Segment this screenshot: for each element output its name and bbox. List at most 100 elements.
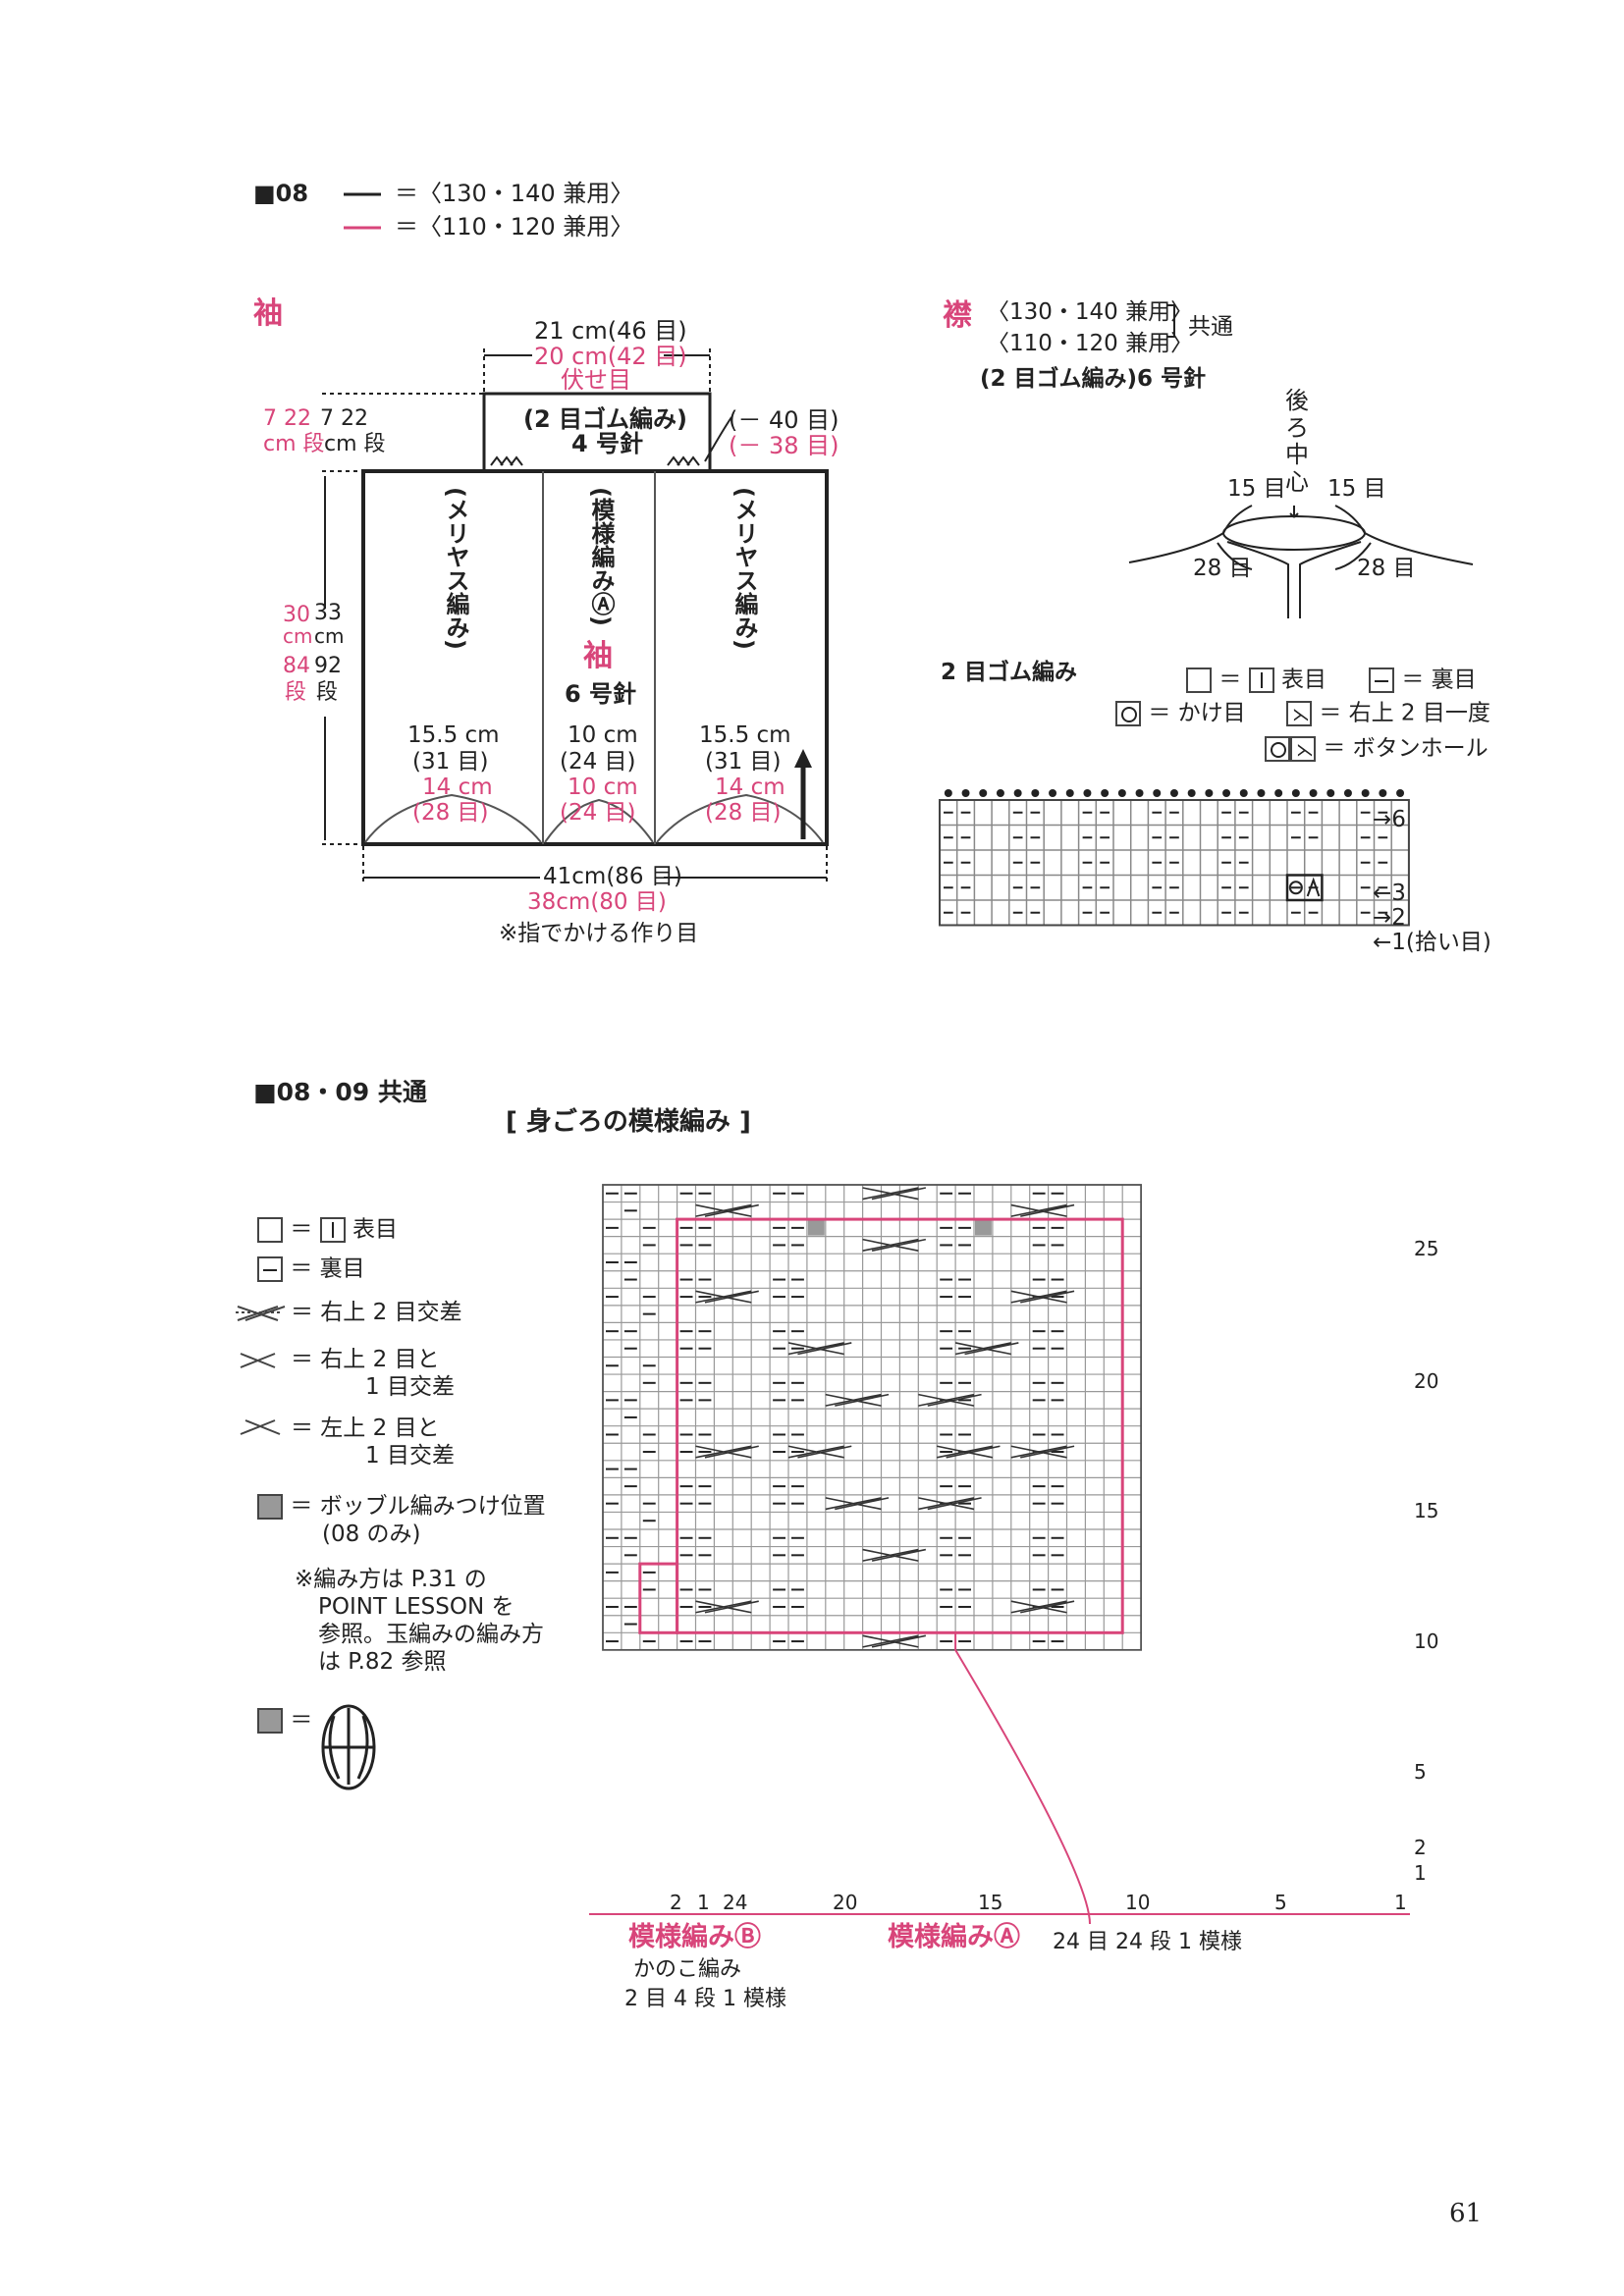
center-width-black: 10 cm [568, 722, 638, 748]
rib-leg-k2tog: ⋋ ＝ 右上 2 目一度 [1286, 701, 1490, 726]
col-label-20: 20 [833, 1891, 858, 1914]
body-note-1: ※編み方は P.31 の [295, 1567, 487, 1592]
cuff-label-1: (2 目ゴム編み) [523, 405, 687, 433]
rib-leg-yo: ＝ かけ目 [1115, 701, 1246, 726]
left-width-pink: 14 cm [422, 774, 493, 800]
cuff-left-pink: 7 22 [263, 406, 311, 431]
body-note-3: 参照。玉編みの編み方 [318, 1622, 544, 1647]
height-pink-2: cm [283, 624, 313, 648]
body-leg-bobble-b: (08 のみ) [322, 1522, 421, 1547]
bobble-position-symbol-2 [257, 1708, 283, 1734]
sleeve-top-width-pink: 20 cm(42 目) [534, 343, 687, 370]
collar-left-top: 15 目 [1227, 476, 1286, 502]
body-leg-bobble-eq: ＝ [257, 1708, 312, 1734]
center-st-black: (24 目) [560, 749, 636, 774]
body-pattern-title: [ 身ごろの模様編み ] [506, 1107, 751, 1137]
cuff-dec-black: (－ 40 目) [729, 406, 839, 434]
rib-row-6: →6 [1373, 807, 1406, 832]
legend-black-text: ＝〈130・140 兼用〉 [395, 180, 634, 207]
sleeve-center-needle: 6 号針 [565, 680, 637, 708]
knit-symbol [257, 1217, 283, 1243]
buttonhole-k2tog-symbol: ⋋ [1290, 736, 1316, 762]
cuff-left-unit-black: cm 段 [324, 432, 386, 456]
body-legend-icons [236, 1306, 286, 1435]
purl-symbol [257, 1256, 283, 1282]
section-header-0809: ■08・09 共通 [253, 1078, 427, 1106]
k2tog-symbol: ⋋ [1286, 701, 1312, 726]
body-pattern-chart [589, 1184, 1410, 1925]
row-label-10: 10 [1414, 1629, 1439, 1653]
rib-chart [939, 789, 1410, 927]
body-leg-bobble: ＝ ボッブル編みつけ位置 [257, 1494, 546, 1520]
bobble-symbol [321, 1704, 376, 1790]
height-black-3: 92 [314, 654, 342, 678]
left-width-black: 15.5 cm [407, 722, 500, 748]
row-label-5: 5 [1414, 1760, 1427, 1784]
row-label-2: 2 [1414, 1836, 1427, 1859]
right-st-pink: (28 目) [705, 800, 782, 826]
body-note-2: POINT LESSON を [318, 1594, 514, 1620]
rib-row-3: ←3 [1373, 881, 1406, 906]
cast-on-note: ※指でかける作り目 [499, 921, 699, 946]
row-label-20: 20 [1414, 1369, 1439, 1393]
sleeve-cuff [482, 392, 712, 473]
rib-leg-knit: ＝ 表目 [1186, 667, 1326, 693]
page-number: 61 [1449, 2199, 1483, 2228]
pattern-b-name: かのこ編み [633, 1957, 742, 1982]
height-pink-4: 段 [285, 680, 307, 705]
col-label-15: 15 [978, 1891, 1003, 1914]
buttonhole-yo-symbol [1265, 736, 1290, 762]
bottom-width-pink: 38cm(80 目) [527, 889, 667, 915]
body-leg-cable-2b: 1 目交差 [365, 1374, 455, 1400]
height-black-4: 段 [316, 680, 339, 705]
right-width-pink: 14 cm [715, 774, 785, 800]
center-width-pink: 10 cm [568, 774, 638, 800]
body-note-4: は P.82 参照 [318, 1649, 447, 1675]
right-width-black: 15.5 cm [699, 722, 791, 748]
rib-leg-purl: ＝ 裏目 [1369, 667, 1477, 693]
bobble-position-symbol [257, 1494, 283, 1520]
right-st-black: (31 目) [705, 749, 782, 774]
knit-bar-symbol [319, 1217, 346, 1243]
col-label-2: 2 [670, 1891, 682, 1914]
cuff-left-black: 7 22 [320, 406, 368, 431]
pattern-b-repeat: 2 目 4 段 1 模様 [624, 1987, 786, 2011]
pattern-a-repeat: 24 目 24 段 1 模様 [1053, 1930, 1242, 1954]
body-leg-knit: ＝ 表目 [257, 1217, 398, 1243]
yarn-over-symbol [1115, 701, 1141, 726]
left-st-black: (31 目) [412, 749, 489, 774]
body-leg-purl: ＝ 裏目 [257, 1256, 365, 1282]
purl-symbol [1369, 667, 1394, 693]
section-header-08: ■08 [253, 180, 309, 207]
collar-right-top: 15 目 [1327, 476, 1386, 502]
collar-method: (2 目ゴム編み)6 号針 [980, 366, 1207, 392]
height-black-2: cm [314, 624, 345, 648]
pattern-b-label: 模様編みⒷ [628, 1922, 761, 1952]
col-center-label: (模様編みⒶ) [586, 487, 615, 626]
sleeve-title: 袖 [253, 296, 283, 331]
col-label-24: 24 [723, 1891, 748, 1914]
pattern-a-label: 模様編みⒶ [888, 1922, 1020, 1952]
collar-common: 共通 [1188, 314, 1233, 340]
row-label-15: 15 [1414, 1499, 1439, 1522]
center-st-pink: (24 目) [560, 800, 636, 826]
col-label-5: 5 [1274, 1891, 1287, 1914]
bottom-width-black: 41cm(86 目) [543, 864, 682, 889]
row-label-1: 1 [1414, 1861, 1427, 1885]
left-st-pink: (28 目) [412, 800, 489, 826]
cuff-dec-pink: (－ 38 目) [729, 432, 839, 459]
sleeve-top-width-black: 21 cm(46 目) [534, 317, 687, 345]
rib-leg-buttonhole: ⋋ ＝ ボタンホール [1265, 736, 1489, 762]
body-leg-cable-1: ＝ 右上 2 目交差 [291, 1300, 462, 1325]
cuff-left-unit-pink: cm 段 [263, 432, 325, 456]
sleeve-bind-off: 伏せ目 [561, 366, 631, 394]
collar-left-bottom: 28 目 [1193, 556, 1252, 581]
knit-symbol [1186, 667, 1212, 693]
knit-bar-symbol [1248, 667, 1274, 693]
body-leg-cable-3a: ＝ 左上 2 目と [291, 1415, 440, 1441]
sleeve-diagram [322, 348, 829, 883]
collar-size-2: 〈110・120 兼用〉 [987, 331, 1194, 356]
height-pink-3: 84 [283, 654, 310, 678]
legend-pink-text: ＝〈110・120 兼用〉 [395, 213, 634, 240]
